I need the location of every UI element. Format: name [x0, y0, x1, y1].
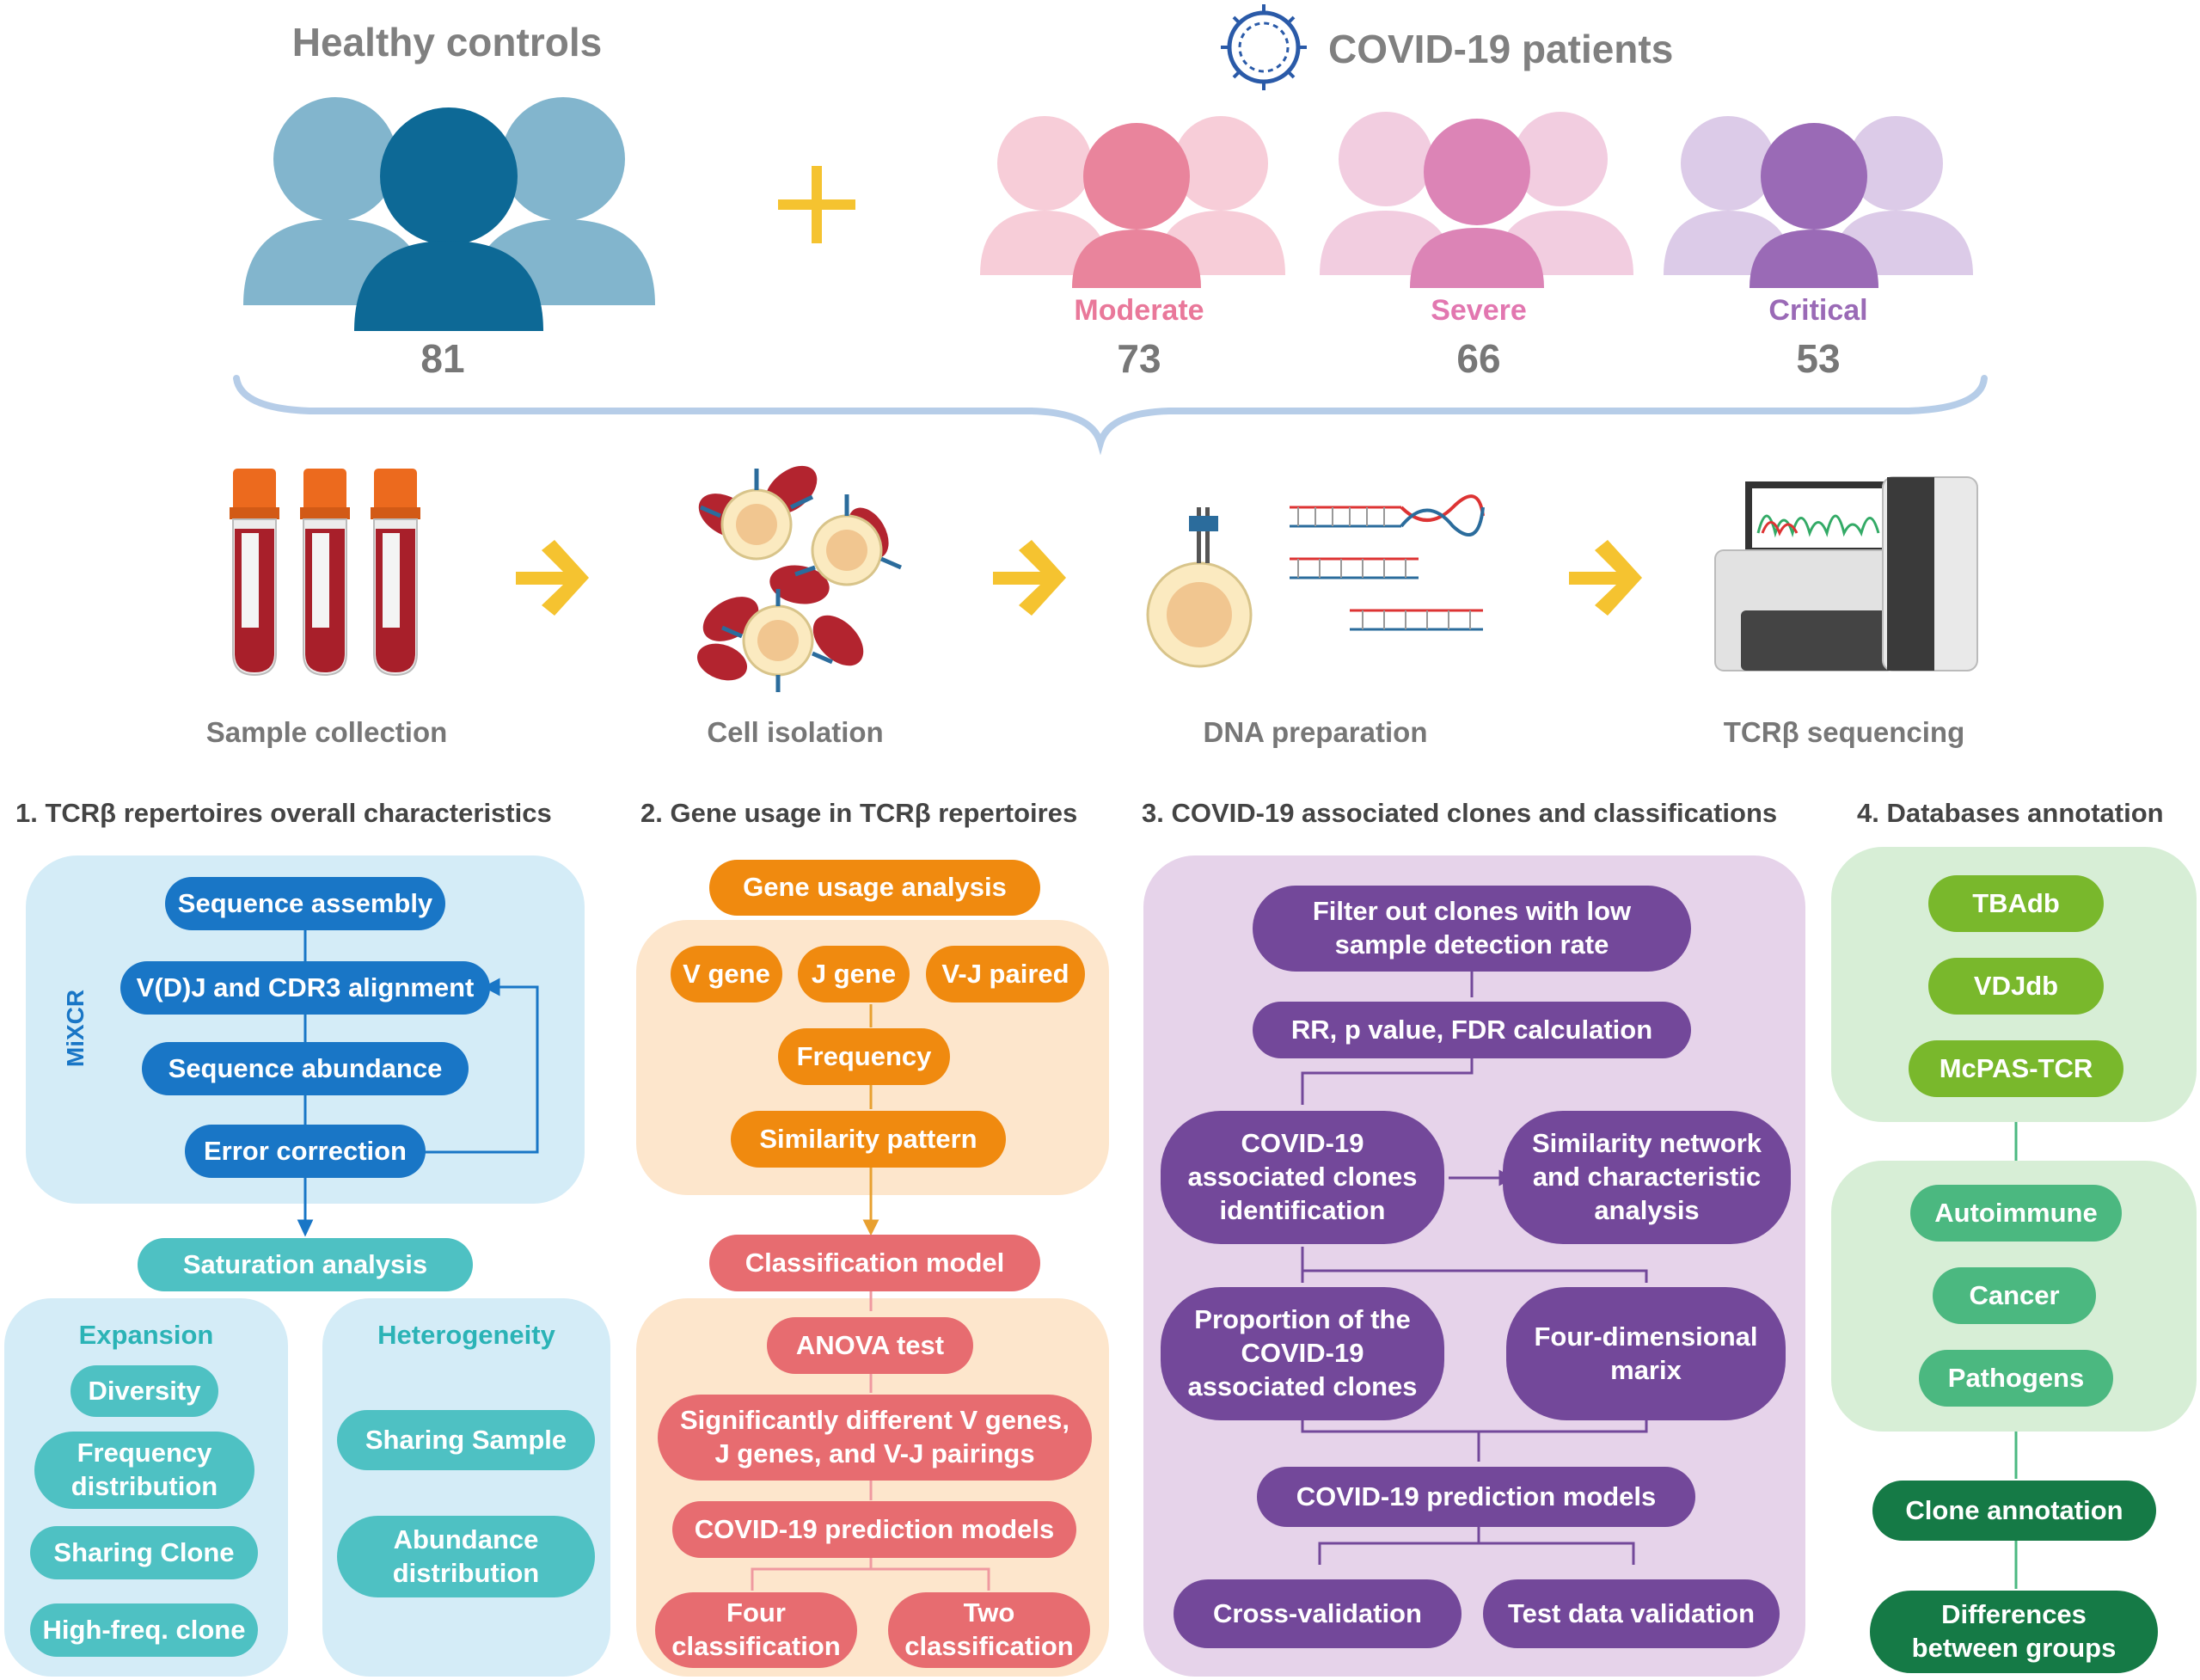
clones-identification-node: COVID-19 associated clones identificatio…	[1161, 1111, 1444, 1244]
similarity-pattern-node: Similarity pattern	[731, 1111, 1006, 1168]
filter-clones-node: Filter out clones with low sample detect…	[1253, 886, 1691, 972]
sequencer-icon	[1714, 476, 1978, 671]
covid-title: COVID-19 patients	[1328, 27, 1674, 71]
frequency-node: Frequency	[778, 1028, 950, 1085]
moderate-count: 73	[1117, 336, 1161, 381]
mcpas-tcr-node: McPAS-TCR	[1909, 1040, 2123, 1097]
section1-title: 1. TCRβ repertoires overall characterist…	[15, 798, 552, 828]
expansion-title: Expansion	[78, 1320, 214, 1350]
moderate-label: Moderate	[1074, 294, 1204, 327]
blood-tubes-icon	[230, 469, 420, 677]
classification-model-node: Classification model	[709, 1235, 1040, 1291]
vdjdb-node: VDJdb	[1928, 958, 2104, 1015]
s1-connectors	[297, 930, 539, 1237]
sequence-abundance-node: Sequence abundance	[142, 1042, 469, 1095]
v-gene-node: V gene	[671, 946, 782, 1002]
cancer-node: Cancer	[1933, 1267, 2096, 1324]
vdj-alignment-node: V(D)J and CDR3 alignment	[120, 961, 490, 1015]
anova-test-node: ANOVA test	[767, 1317, 973, 1374]
cross-validation-node: Cross-validation	[1174, 1579, 1462, 1648]
differences-between-groups-node: Differences between groups	[1870, 1591, 2158, 1673]
diversity-node: Diversity	[70, 1365, 218, 1417]
four-classification-node: Four classification	[655, 1592, 857, 1668]
autoimmune-node: Autoimmune	[1910, 1185, 2122, 1242]
step-dna-preparation: DNA preparation	[1203, 716, 1428, 748]
cell-isolation-icon	[696, 465, 902, 692]
severe-label: Severe	[1431, 294, 1527, 327]
step-tcr-sequencing: TCRβ sequencing	[1723, 716, 1965, 748]
section3-title: 3. COVID-19 associated clones and classi…	[1142, 798, 1778, 828]
critical-people-icon	[1664, 116, 1973, 288]
plus-icon	[778, 166, 855, 243]
vj-paired-node: V-J paired	[926, 946, 1085, 1002]
heterogeneity-panel	[322, 1298, 610, 1677]
four-dimensional-matrix-node: Four-dimensional marix	[1506, 1287, 1786, 1420]
healthy-people-icon	[243, 97, 655, 331]
severe-people-icon	[1320, 112, 1633, 288]
saturation-analysis-node: Saturation analysis	[138, 1238, 473, 1291]
critical-count: 53	[1796, 336, 1841, 381]
high-freq-clone-node: High-freq. clone	[30, 1603, 258, 1657]
pathogens-node: Pathogens	[1919, 1350, 2113, 1407]
sharing-sample-node: Sharing Sample	[337, 1410, 595, 1470]
clones-panel	[1143, 855, 1805, 1677]
mixcr-label: MiXCR	[62, 989, 89, 1068]
healthy-title: Healthy controls	[291, 20, 603, 64]
significant-genes-node: Significantly different V genes, J genes…	[658, 1395, 1092, 1481]
two-classification-node: Two classification	[888, 1592, 1090, 1668]
healthy-count: 81	[420, 336, 465, 381]
s3-connectors	[1301, 972, 1648, 1565]
virus-icon	[1221, 4, 1307, 90]
workflow-arrows	[516, 540, 1642, 616]
s3-prediction-models-node: COVID-19 prediction models	[1257, 1467, 1695, 1527]
frequency-distribution-node: Frequency distribution	[34, 1432, 254, 1509]
moderate-people-icon	[980, 116, 1285, 288]
brace	[233, 375, 1988, 456]
abundance-distribution-node: Abundance distribution	[337, 1516, 595, 1597]
similarity-network-node: Similarity network and characteristic an…	[1503, 1111, 1791, 1244]
tbadb-node: TBAdb	[1928, 875, 2104, 932]
clone-annotation-node: Clone annotation	[1872, 1481, 2156, 1541]
s2-connectors	[862, 1004, 879, 1236]
s2-connectors-lower	[751, 1291, 990, 1591]
step-sample-collection: Sample collection	[205, 716, 448, 748]
error-correction-node: Error correction	[185, 1125, 426, 1178]
classification-panel	[636, 1298, 1109, 1677]
dna-icon	[1146, 494, 1485, 668]
j-gene-node: J gene	[798, 946, 910, 1002]
section2-title: 2. Gene usage in TCRβ repertoires	[640, 798, 1078, 828]
severe-count: 66	[1456, 336, 1501, 381]
sharing-clone-node: Sharing Clone	[30, 1526, 258, 1579]
section4-title: 4. Databases annotation	[1857, 798, 2164, 828]
step-cell-isolation: Cell isolation	[707, 716, 884, 748]
s2-prediction-models-node: COVID-19 prediction models	[672, 1501, 1076, 1558]
proportion-clones-node: Proportion of the COVID-19 associated cl…	[1161, 1287, 1444, 1420]
critical-label: Critical	[1768, 294, 1868, 327]
rr-pvalue-fdr-node: RR, p value, FDR calculation	[1253, 1002, 1691, 1058]
test-data-validation-node: Test data validation	[1483, 1579, 1780, 1648]
heterogeneity-title: Heterogeneity	[377, 1320, 555, 1350]
gene-usage-node: Gene usage analysis	[709, 860, 1040, 916]
sequence-assembly-node: Sequence assembly	[165, 877, 445, 930]
